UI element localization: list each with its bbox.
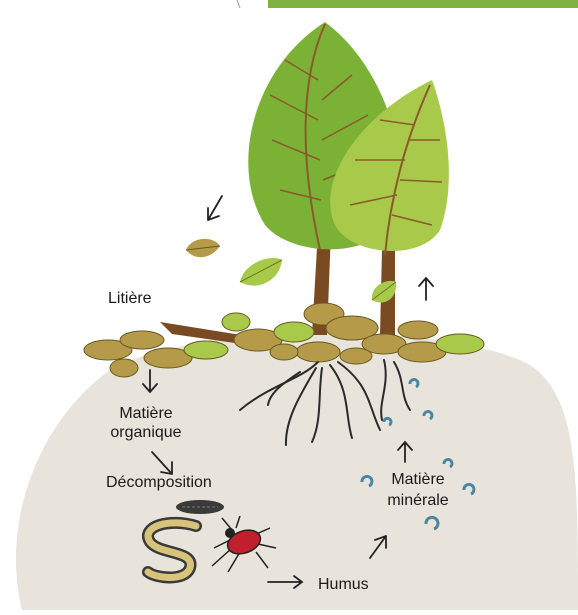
label-litiere: Litière [108, 290, 152, 308]
falling-leaf-icon [186, 239, 220, 257]
label-matiere-organique-line2: organique [86, 423, 206, 442]
caterpillar-icon [176, 500, 224, 514]
label-matiere-minerale-line1: Matière [368, 469, 468, 490]
label-decomposition: Décomposition [106, 474, 212, 492]
label-humus: Humus [318, 576, 369, 594]
falling-leaf-icon [240, 258, 282, 286]
label-matiere-organique: Matière organique [86, 404, 206, 442]
label-matiere-organique-line1: Matière [86, 404, 206, 423]
top-green-bar [268, 0, 578, 8]
label-matiere-minerale: Matière minérale [368, 469, 468, 511]
label-matiere-minerale-line2: minérale [368, 490, 468, 511]
